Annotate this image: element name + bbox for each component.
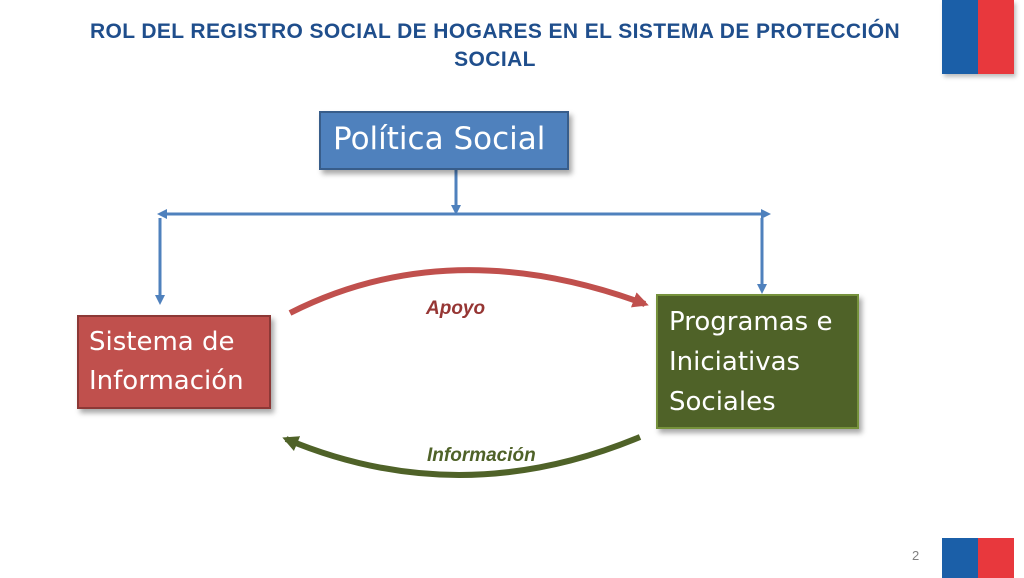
- programs-node: Programas e Iniciativas Sociales: [656, 294, 859, 429]
- policy-node: Política Social: [319, 111, 569, 170]
- page-title: ROL DEL REGISTRO SOCIAL DE HOGARES EN EL…: [89, 20, 901, 71]
- support-label: Apoyo: [426, 298, 486, 319]
- chile-flag-top: [942, 0, 1014, 74]
- page-number: 2: [912, 548, 920, 563]
- support-arrow: [288, 267, 649, 316]
- chile-flag-bottom: [942, 538, 1014, 578]
- info-system-node: Sistema de Información: [77, 315, 271, 409]
- information-arrow: [282, 434, 642, 478]
- information-label: Información: [427, 445, 536, 466]
